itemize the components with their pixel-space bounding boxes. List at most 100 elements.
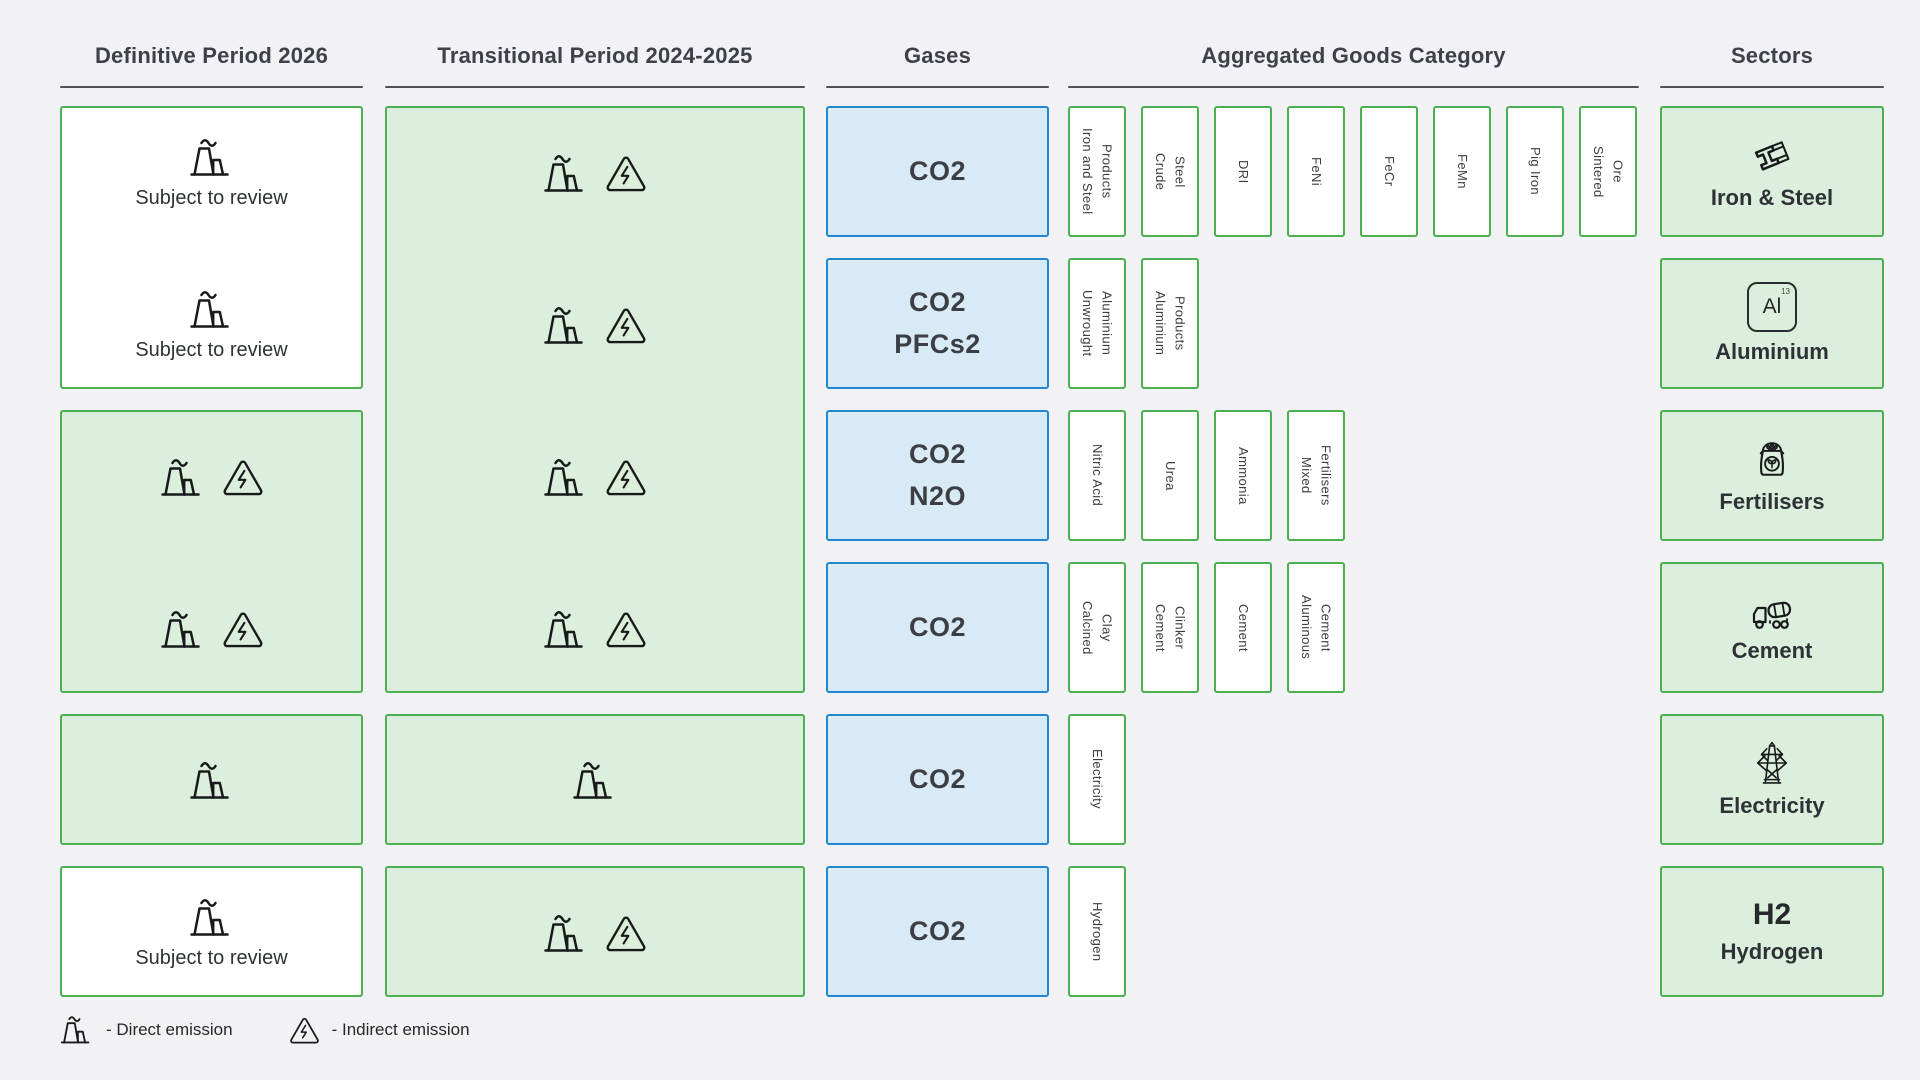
indirect-emission-warning-icon [605,458,647,496]
goods-label: Cement Clinker [1153,603,1188,652]
sector-label: Fertilisers [1719,489,1825,514]
legend: - Direct emission - Indirect emission [60,1014,470,1045]
gas-box-iron-steel: CO2 [826,106,1049,237]
goods-box: FeCr [1360,106,1418,237]
transitional-box-electricity [385,714,805,845]
goods-label: Electricity [1089,749,1105,810]
goods-label: Pig Iron [1527,147,1543,196]
goods-box: Electricity [1068,714,1126,845]
goods-box: Aluminous Cement [1287,562,1345,693]
goods-label: Hydrogen [1089,901,1105,962]
goods-box: FeNi [1287,106,1345,237]
sector-box-iron-steel: Iron & Steel [1660,106,1884,237]
direct-emission-factory-icon [543,456,589,498]
goods-label: Calcined Clay [1080,600,1115,655]
aluminium-symbol: Al [1762,295,1782,318]
gas-box-electricity: CO2 [826,714,1049,845]
indirect-emission-warning-icon [222,458,264,496]
sector-label: Hydrogen [1720,939,1824,964]
gas-label: CO2 [908,155,967,186]
subject-to-review-label: Subject to review [135,339,288,361]
goods-box: Cement [1214,562,1272,693]
direct-emission-factory-icon [60,1014,94,1045]
direct-emission-factory-icon [160,608,206,650]
direct-emission-factory-icon [543,152,589,194]
goods-label: Urea [1162,460,1178,491]
aluminium-element-icon: Al 13 [1747,282,1797,332]
sector-box-cement: Cement [1660,562,1884,693]
indirect-emission-warning-icon [605,306,647,344]
gas-label: CO2 [908,611,967,642]
goods-box: Mixed Fertilisers [1287,410,1345,541]
fertiliser-bag-icon [1751,436,1793,482]
indirect-emission-warning-icon [605,610,647,648]
definitive-box-electricity [60,714,363,845]
gas-label: CO2 PFCs2 [894,286,981,359]
h2-symbol: H2 [1752,898,1792,931]
goods-label: FeMn [1454,154,1470,189]
goods-label: Nitric Acid [1089,444,1105,507]
goods-label: Mixed Fertilisers [1299,445,1334,506]
header-underline [385,86,805,88]
header-goods-category: Aggregated Goods Category [1201,43,1506,68]
header-underline [1660,86,1884,88]
legend-indirect-label: - Indirect emission [331,1019,470,1039]
goods-box: Aluminium Products [1141,258,1199,389]
indirect-emission-warning-icon [605,914,647,952]
sector-box-fertilisers: Fertilisers [1660,410,1884,541]
power-tower-icon [1753,740,1791,786]
goods-label: Cement [1235,603,1251,652]
sector-label: Electricity [1719,793,1825,818]
transitional-box-main [385,106,805,693]
direct-emission-factory-icon [543,912,589,954]
indirect-emission-warning-icon [605,154,647,192]
direct-emission-factory-icon [189,759,235,801]
direct-emission-factory-icon [572,759,618,801]
legend-direct-label: - Direct emission [106,1019,233,1039]
gas-label: CO2 [908,915,967,946]
goods-box: Urea [1141,410,1199,541]
sector-label: Aluminium [1715,339,1829,364]
goods-box: Ammonia [1214,410,1272,541]
subject-to-review-label: Subject to review [135,187,288,209]
legend-direct-emission: - Direct emission [60,1014,233,1045]
direct-emission-factory-icon [543,304,589,346]
sector-label: Cement [1731,638,1813,663]
header-underline [60,86,363,88]
goods-box: Pig Iron [1506,106,1564,237]
header-gases: Gases [903,43,972,68]
cement-truck-icon [1746,591,1798,631]
goods-label: Unwrought Aluminium [1080,290,1115,357]
direct-emission-factory-icon [160,456,206,498]
transitional-box-hydrogen [385,866,805,997]
indirect-emission-warning-icon [222,610,264,648]
i-beam-icon [1745,132,1799,178]
header-transitional-period: Transitional Period 2024-2025 [437,43,753,68]
goods-box: FeMn [1433,106,1491,237]
gas-label: CO2 N2O [908,438,967,511]
goods-box: DRI [1214,106,1272,237]
goods-box: Iron and Steel Products [1068,106,1126,237]
sector-box-electricity: Electricity [1660,714,1884,845]
header-underline [826,86,1049,88]
goods-box: Nitric Acid [1068,410,1126,541]
direct-emission-factory-icon [189,896,235,938]
sector-label: Iron & Steel [1710,185,1834,210]
indirect-emission-warning-icon [289,1016,320,1044]
goods-box: Calcined Clay [1068,562,1126,693]
goods-label: Crude Steel [1153,152,1188,191]
gas-box-cement: CO2 [826,562,1049,693]
direct-emission-factory-icon [543,608,589,650]
goods-box: Crude Steel [1141,106,1199,237]
goods-label: FeCr [1381,156,1397,187]
goods-label: Sintered Ore [1591,145,1626,198]
legend-indirect-emission: - Indirect emission [289,1016,470,1044]
header-underline [1068,86,1639,88]
definitive-box-hydrogen: Subject to review [60,866,363,997]
goods-box: Unwrought Aluminium [1068,258,1126,389]
goods-box: Sintered Ore [1579,106,1637,237]
direct-emission-factory-icon [189,288,235,330]
definitive-box-iron-aluminium: Subject to review Subject to review [60,106,363,389]
goods-label: Aluminium Products [1153,291,1188,356]
